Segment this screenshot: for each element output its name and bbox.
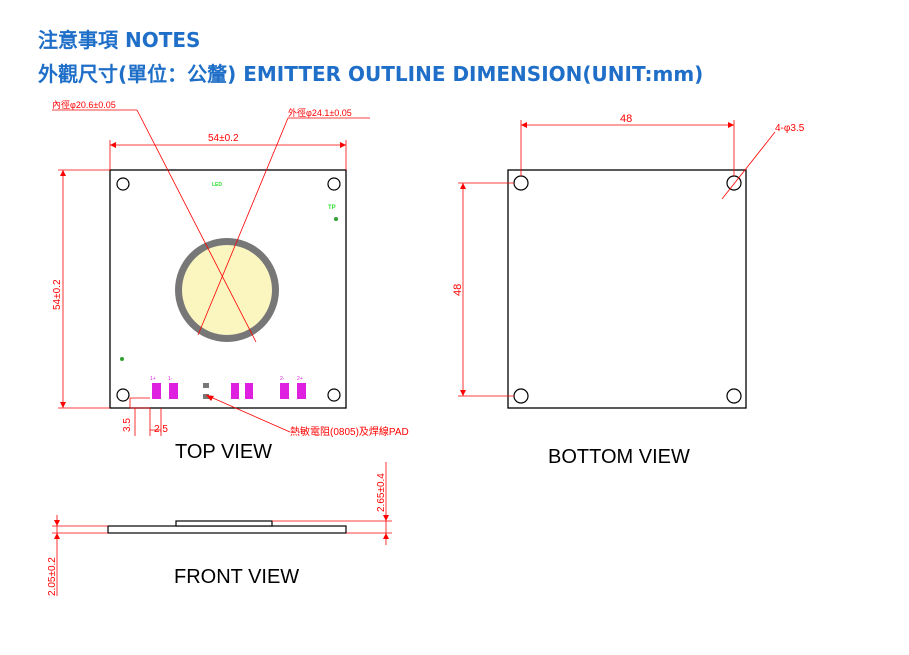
top-view-label: TOP VIEW (175, 441, 272, 463)
bottom-dim-holes: 4-φ3.5 (775, 123, 805, 134)
pad-label-2plus: 2+ (297, 376, 303, 382)
pad-note: 熱敏電阻(0805)及焊線PAD (290, 425, 409, 438)
pad-label-1plus: 1+ (150, 376, 156, 382)
top-hole-br (327, 388, 341, 402)
tp-dot (334, 217, 338, 221)
thermistor-top (203, 383, 209, 388)
top-dim-pad-w: 2.5 (154, 424, 168, 435)
led-emitter (182, 245, 272, 335)
top-hole-tl (116, 177, 130, 191)
pad-2minus (280, 383, 289, 399)
outline-title: 外觀尺寸(單位：公釐) EMITTER OUTLINE DIMENSION(UN… (38, 62, 704, 86)
thermistor-bottom (203, 394, 209, 399)
front-dim-board: 2.05±0.2 (47, 557, 58, 596)
bottom-dim-height: 48 (452, 284, 464, 296)
bottom-dim-width: 48 (620, 113, 632, 125)
bottom-view-label: BOTTOM VIEW (548, 446, 690, 468)
front-board (107, 525, 347, 534)
top-hole-bl (116, 388, 130, 402)
bottom-hole-br (726, 388, 742, 404)
front-dim-total: 2.65±0.4 (376, 473, 387, 512)
pad-label-1minus: 1- (168, 376, 173, 382)
top-hole-tr (327, 177, 341, 191)
top-dim-pad-h: 3.5 (122, 418, 133, 432)
bottom-view: 48 48 4-φ3.5 BOTTOM VIEW (452, 113, 805, 468)
pad-2plus (297, 383, 306, 399)
top-dim-height: 54±0.2 (52, 279, 63, 310)
dim-outer-diameter: 外徑φ24.1±0.05 (288, 107, 352, 118)
tp-label: TP (328, 205, 336, 211)
pad-label-2minus: 2- (280, 376, 285, 382)
pad-a (231, 383, 239, 399)
top-view: LED TP 1+ 1- 2- 2+ (52, 99, 409, 463)
green-dot (120, 357, 124, 361)
front-emitter (175, 520, 273, 527)
pad-1minus (169, 383, 178, 399)
notes-title: 注意事項 NOTES (38, 28, 201, 52)
dim-inner-diameter: 內徑φ20.6±0.05 (52, 99, 116, 110)
front-view: 2.65±0.4 2.05±0.2 FRONT VIEW (47, 462, 392, 596)
front-view-label: FRONT VIEW (174, 566, 299, 588)
pad-b (245, 383, 253, 399)
top-dim-width: 54±0.2 (208, 133, 239, 144)
pad-1plus (152, 383, 161, 399)
bottom-board-outline (507, 169, 747, 409)
board-mark: LED (212, 182, 222, 188)
